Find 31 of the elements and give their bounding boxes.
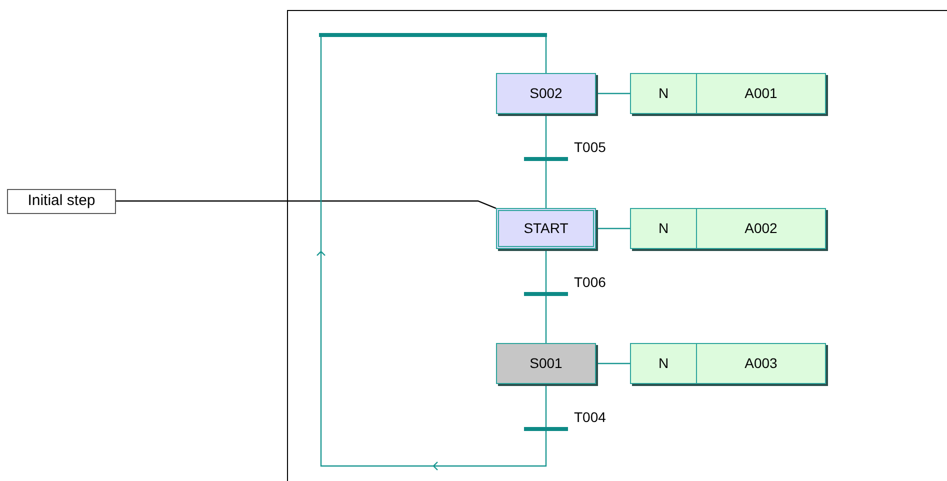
callout-box: Initial step bbox=[7, 189, 116, 214]
connector-line bbox=[545, 249, 547, 292]
connector-line bbox=[596, 362, 630, 364]
action-name: A002 bbox=[744, 219, 778, 238]
connector-line bbox=[545, 296, 547, 343]
initial-step-box: START bbox=[496, 208, 596, 249]
connector-line bbox=[545, 161, 547, 208]
action-qualifier: N bbox=[631, 74, 697, 113]
action-name: A001 bbox=[744, 84, 778, 103]
transition-bar bbox=[319, 33, 547, 37]
connector-line bbox=[596, 92, 630, 94]
transition-label: T004 bbox=[574, 410, 606, 424]
transition-bar bbox=[524, 292, 568, 296]
action-qualifier: N bbox=[631, 209, 697, 248]
connector-line bbox=[316, 36, 547, 471]
leader-line bbox=[116, 200, 496, 209]
step-box: S002 bbox=[496, 73, 596, 114]
connector-line bbox=[545, 114, 547, 157]
action-block bbox=[630, 73, 826, 114]
transition-bar bbox=[524, 427, 568, 431]
transition-bar bbox=[524, 157, 568, 161]
connector-line bbox=[596, 228, 630, 230]
connector-line bbox=[545, 384, 547, 427]
action-qualifier: N bbox=[631, 344, 697, 383]
transition-label: T006 bbox=[574, 275, 606, 289]
step-box: S001 bbox=[496, 343, 596, 384]
transition-label: T005 bbox=[574, 140, 606, 154]
connector-line bbox=[545, 37, 547, 73]
action-block bbox=[630, 343, 826, 384]
action-name: A003 bbox=[744, 354, 778, 373]
action-block bbox=[630, 208, 826, 249]
